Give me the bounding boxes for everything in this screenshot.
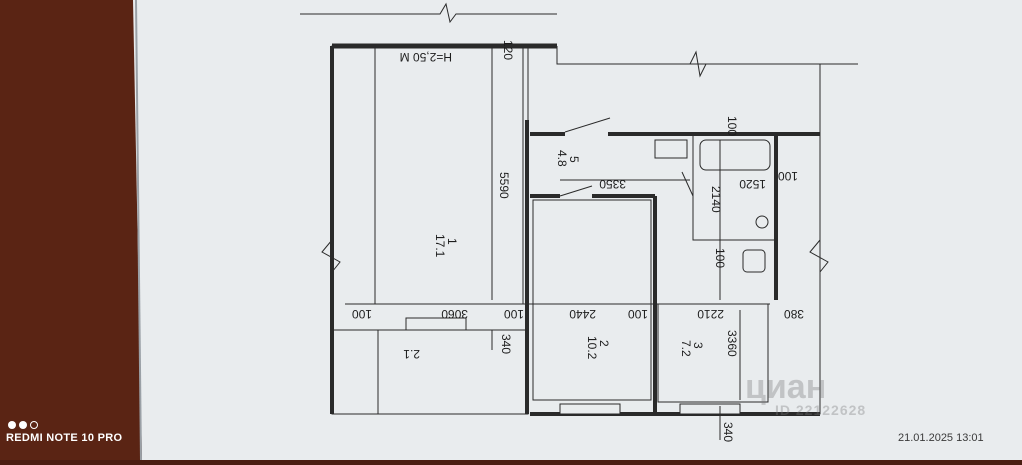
room-1-num: 1 (445, 238, 459, 245)
dot-3 (30, 421, 38, 429)
dim-r1-right-wall: 100 (504, 307, 524, 321)
dim-balcony-wall: 340 (499, 334, 513, 354)
dim-wall-top: 120 (501, 40, 515, 60)
room-5-num: 5 (567, 156, 581, 163)
dim-bath-right: 100 (778, 169, 798, 183)
room-5-area: 4.8 (555, 150, 569, 167)
photo-timestamp: 21.01.2025 13:01 (898, 432, 984, 444)
room-2-area: 10.2 (585, 336, 599, 360)
room-3-area: 7.2 (679, 340, 693, 357)
dim-wc-wall: 100 (713, 248, 727, 268)
device-brand-label: REDMI NOTE 10 PRO (6, 432, 123, 444)
camera-dots (8, 416, 41, 434)
height-note: H=2,50 M (400, 50, 452, 64)
dot-2 (19, 421, 27, 429)
dim-bath-top: 100 (725, 116, 739, 136)
dim-r1-left-wall: 100 (352, 307, 372, 321)
dim-bottom-wall: 340 (721, 422, 735, 442)
paper-sheet (133, 0, 1022, 460)
dim-r2-right-wall: 100 (628, 307, 648, 321)
room-2-num: 2 (597, 340, 611, 347)
dim-r1-width: 3060 (441, 307, 468, 321)
room-1-area: 17.1 (433, 234, 447, 258)
dim-r2-width: 2440 (569, 307, 596, 321)
dim-bath-length: 2140 (709, 186, 723, 213)
table-surface (0, 0, 140, 460)
dim-bath-width: 1520 (739, 177, 766, 191)
dim-r3-length: 3360 (725, 330, 739, 357)
watermark-id: ID 22122628 (775, 402, 867, 418)
dim-r3-width: 2210 (697, 307, 724, 321)
room-3-num: 3 (691, 342, 705, 349)
dim-ext-wall: 380 (784, 307, 804, 321)
dot-1 (8, 421, 16, 429)
dim-room1-length: 5590 (497, 172, 511, 199)
dim-corridor: 3350 (599, 177, 626, 191)
watermark-brand: циан (745, 368, 827, 406)
balcony-area: 2.1 (403, 347, 420, 361)
